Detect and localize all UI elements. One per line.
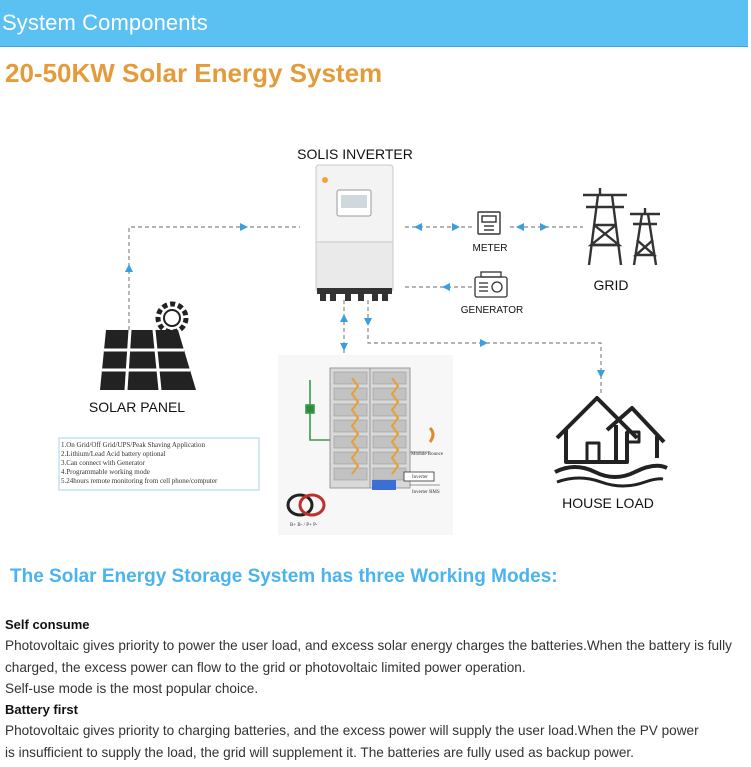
paragraph-line: Self-use mode is the most popular choice… bbox=[5, 681, 259, 696]
paragraph-line: Photovoltaic gives priority to power the… bbox=[5, 638, 732, 653]
battery-callout: Inverter RMS bbox=[412, 490, 440, 495]
section-header-title: System Components bbox=[2, 10, 208, 35]
paragraph-line: Photovoltaic gives priority to charging … bbox=[5, 723, 699, 738]
arrow-right-grid bbox=[540, 223, 548, 231]
arrow-left-grid bbox=[516, 223, 524, 231]
paragraph-line: charged, the excess power can flow to th… bbox=[5, 659, 526, 675]
mode-title-battery-first: Battery first bbox=[5, 702, 78, 717]
battery-rack-illustration: Module Bounce Inverter Inverter RMS B+ B… bbox=[278, 355, 453, 535]
feature-line: 2.Lithium/Lead Acid battery optional bbox=[61, 450, 166, 458]
features-box: 1.On Grid/Off Grid/UPS/Peak Shaving Appl… bbox=[58, 437, 260, 491]
generator-label: GENERATOR bbox=[461, 305, 523, 316]
arrow-down-battery bbox=[340, 343, 348, 351]
battery-callout: Module Bounce bbox=[411, 452, 444, 457]
mode-description-self-consume: Photovoltaic gives priority to power the… bbox=[5, 635, 747, 700]
arrow-right-meter bbox=[452, 223, 460, 231]
solar-to-inverter-line bbox=[128, 226, 300, 330]
arrow-left-generator bbox=[442, 283, 450, 291]
battery-callout: Inverter bbox=[412, 475, 428, 480]
grid-tower-icon bbox=[583, 188, 660, 266]
solis-logo-icon bbox=[322, 177, 328, 183]
flow-arrows bbox=[125, 223, 605, 378]
feature-line: 3.Can connect with Generator bbox=[61, 459, 146, 467]
paragraph-line: is insufficient to supply the load, the … bbox=[5, 744, 634, 760]
feature-line: 5.24hours remote monitoring from cell ph… bbox=[61, 477, 218, 485]
mode-title-self-consume: Self consume bbox=[5, 617, 90, 632]
house-load-label: HOUSE LOAD bbox=[562, 495, 654, 511]
arrow-right-house-line bbox=[480, 339, 488, 347]
generator-icon bbox=[474, 271, 508, 298]
feature-line: 4.Programmable working mode bbox=[61, 468, 150, 476]
meter-icon bbox=[477, 211, 501, 235]
arrow-up-battery bbox=[340, 314, 348, 322]
arrow-right-solar-line bbox=[240, 223, 248, 231]
battery-callout: B+ B- / P+ P- bbox=[290, 523, 318, 528]
arrow-down-house bbox=[597, 370, 605, 378]
house-icon bbox=[554, 396, 668, 488]
arrow-left-meter bbox=[414, 223, 422, 231]
arrow-down-house-line bbox=[364, 318, 372, 326]
inverter-illustration bbox=[315, 164, 394, 301]
section-header-bar: System Components bbox=[0, 0, 748, 47]
arrow-up-solar bbox=[125, 264, 133, 272]
feature-line: 1.On Grid/Off Grid/UPS/Peak Shaving Appl… bbox=[61, 441, 205, 449]
page-title: 20-50KW Solar Energy System bbox=[5, 58, 383, 88]
grid-label: GRID bbox=[594, 277, 629, 293]
inverter-label: SOLIS INVERTER bbox=[297, 146, 413, 162]
mode-description-battery-first: Photovoltaic gives priority to charging … bbox=[5, 720, 747, 763]
working-modes-heading: The Solar Energy Storage System has thre… bbox=[10, 566, 558, 587]
meter-label: METER bbox=[473, 243, 508, 254]
solar-panel-label: SOLAR PANEL bbox=[89, 399, 185, 415]
system-diagram: SOLIS INVERTER METER GENERATOR GRID bbox=[58, 146, 668, 535]
solar-panel-icon bbox=[100, 301, 196, 391]
